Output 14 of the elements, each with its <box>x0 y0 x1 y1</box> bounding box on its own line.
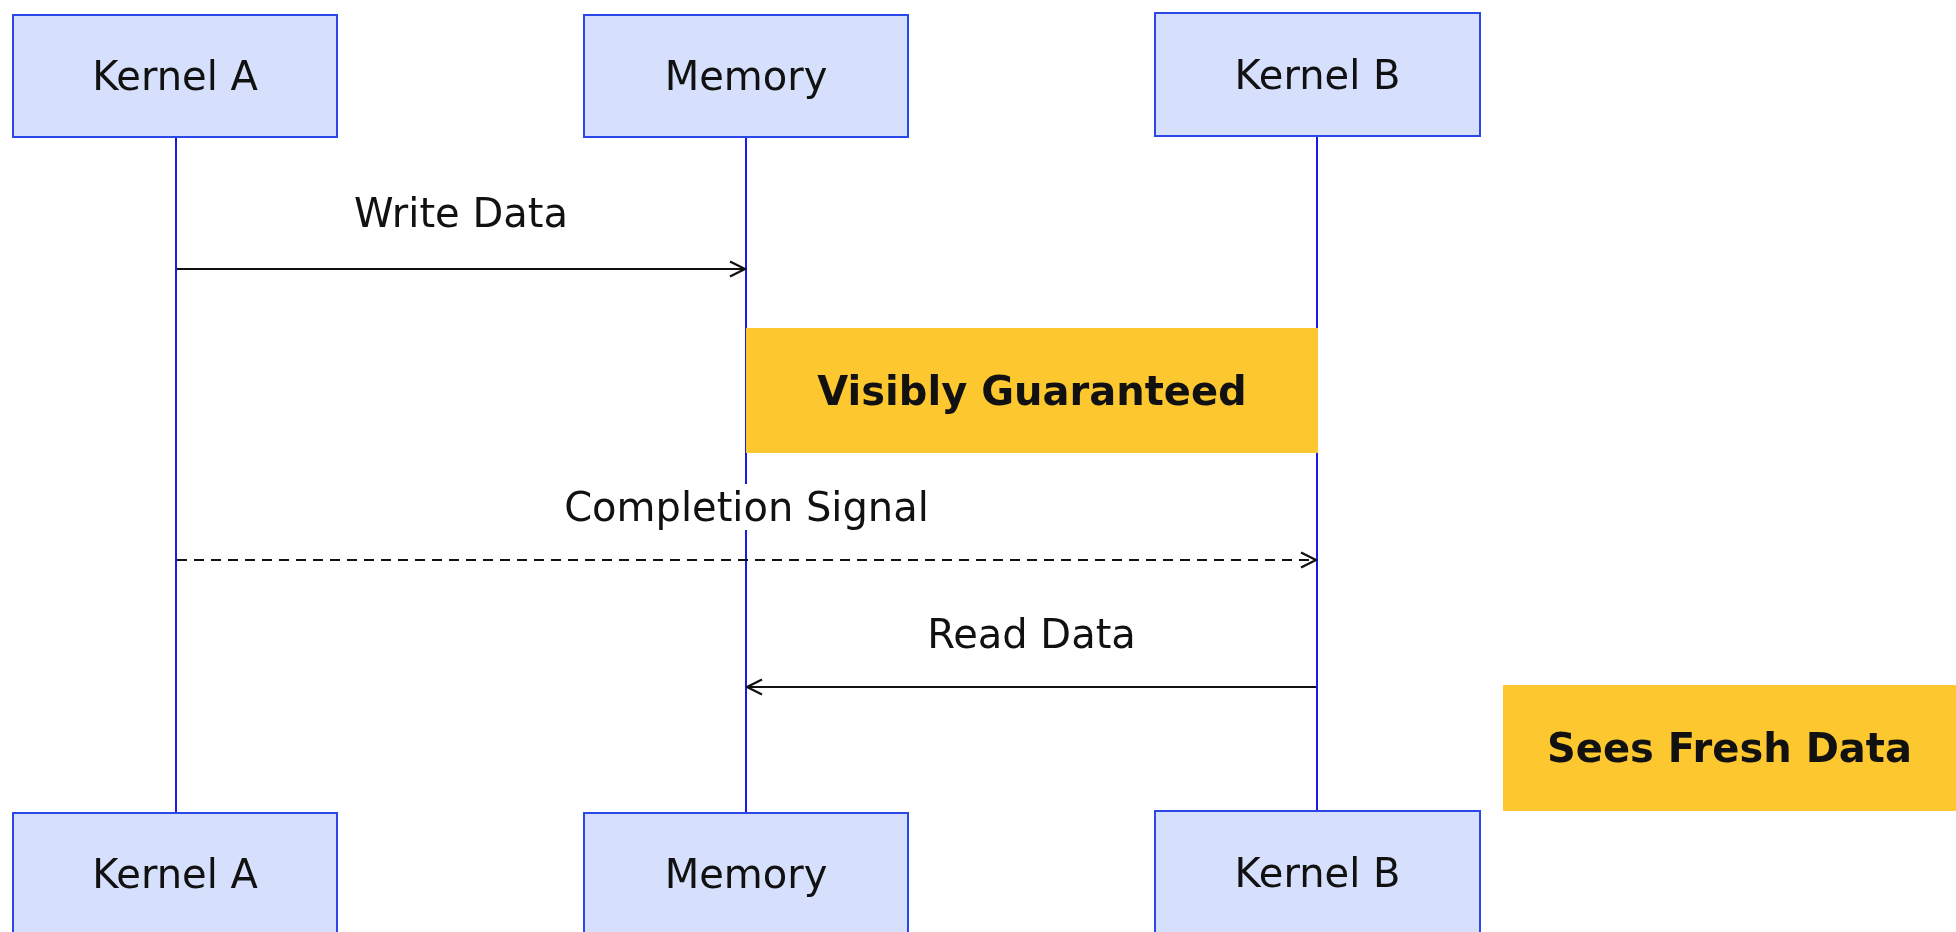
participant-box: Kernel B <box>1154 12 1481 137</box>
message-arrow <box>176 260 747 278</box>
note-box: Sees Fresh Data <box>1503 685 1956 811</box>
lifeline <box>175 138 177 812</box>
lifeline <box>745 138 747 812</box>
participant-box: Kernel B <box>1154 810 1481 932</box>
participant-box: Kernel A <box>12 14 338 138</box>
message-arrow <box>176 551 1318 569</box>
participant-box: Memory <box>583 14 909 138</box>
note-box: Visibly Guaranteed <box>746 328 1318 453</box>
lifeline <box>1316 137 1318 810</box>
participant-box: Kernel A <box>12 812 338 932</box>
message-arrow <box>745 678 1317 696</box>
participant-box: Memory <box>583 812 909 932</box>
